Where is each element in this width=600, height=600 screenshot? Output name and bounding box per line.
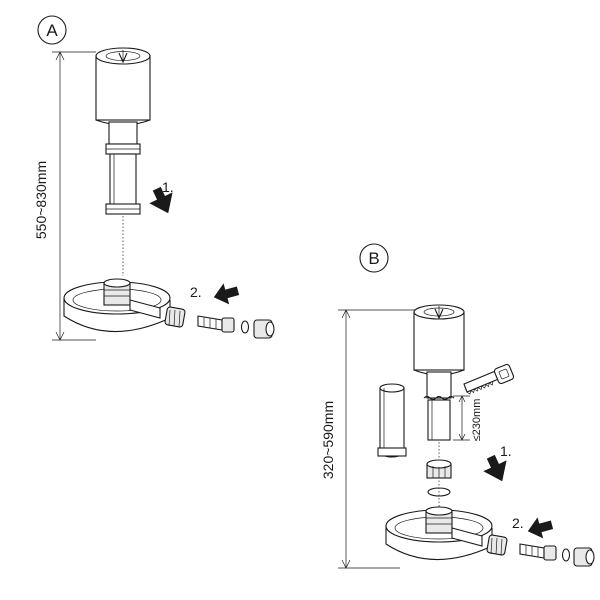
panel-a-step1-label: 1. xyxy=(162,179,174,195)
panel-a-badge: A xyxy=(37,15,67,45)
panel-b-step2-label: 2. xyxy=(512,515,524,531)
panel-b-step2: 2. xyxy=(512,515,554,539)
panel-a-height-dimension: 550~830mm xyxy=(33,51,96,341)
panel-a-dimension-label: 550~830mm xyxy=(33,161,49,239)
panel-b-step1-label: 1. xyxy=(500,443,512,459)
panel-a-label: A xyxy=(46,21,58,40)
panel-a-outlet-fittings xyxy=(164,306,275,339)
panel-b-removed-tube xyxy=(377,383,407,458)
panel-b-cut-length-label: ≤230mm xyxy=(471,399,483,442)
panel-b-faucet xyxy=(413,304,465,441)
panel-b-dimension-label: 320~590mm xyxy=(320,401,336,479)
panel-b-label: B xyxy=(368,249,379,268)
panel-a-faucet xyxy=(95,47,151,276)
panel-b-base-tray xyxy=(385,506,493,561)
panel-a-step1: 1. xyxy=(149,179,174,214)
panel-a: A 550~830mm xyxy=(33,15,275,341)
panel-b-height-dimension: 320~590mm xyxy=(320,309,422,569)
panel-b-outlet-fittings xyxy=(486,534,595,567)
panel-b-nut-washer xyxy=(426,442,452,508)
panel-a-step2-label: 2. xyxy=(190,284,202,300)
panel-a-base-tray xyxy=(63,278,171,333)
panel-b: B 320~590mm xyxy=(320,243,595,569)
panel-b-cut-dimension: ≤230mm xyxy=(453,395,483,442)
panel-b-badge: B xyxy=(359,243,389,273)
saw-icon xyxy=(463,363,515,395)
panel-b-step1: 1. xyxy=(483,443,512,482)
panel-a-step2: 2. xyxy=(190,283,240,305)
